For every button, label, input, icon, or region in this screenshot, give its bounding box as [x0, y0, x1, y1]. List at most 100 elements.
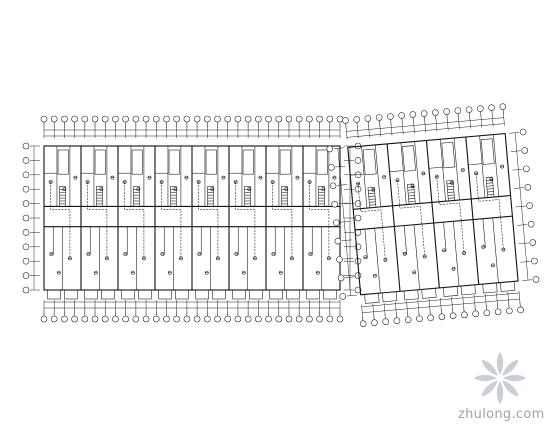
watermark-text: zhulong.com [458, 407, 545, 422]
axis-leader [362, 314, 364, 321]
axis-bubble [152, 115, 160, 123]
bathroom [205, 149, 217, 175]
unit-partition-wall [425, 140, 440, 288]
stair-tread [369, 204, 376, 206]
axis-bubble [285, 315, 293, 323]
axis-bubble [122, 115, 129, 123]
axis-bubble [329, 182, 337, 190]
stair-tread [408, 195, 415, 197]
axis-bubble [22, 286, 30, 294]
stairwell [59, 186, 66, 207]
axis-leader [401, 118, 403, 125]
wiring-run [235, 182, 256, 259]
stair-tread [368, 192, 375, 194]
axis-bubble [183, 315, 191, 323]
axis-bubble [334, 237, 342, 245]
axis-leader [356, 122, 358, 129]
bathroom [316, 149, 328, 175]
balcony [212, 289, 226, 300]
balcony [306, 289, 320, 300]
dimension-tick [346, 294, 357, 297]
dimension-tick [512, 168, 523, 171]
axis-bubble [499, 103, 507, 110]
axis-bubble [494, 308, 502, 316]
dimension-tick [372, 303, 374, 314]
axis-bubble [306, 315, 313, 323]
balcony [84, 289, 98, 300]
balcony [323, 289, 337, 300]
axis-bubble [163, 315, 170, 323]
stairwell [446, 180, 456, 202]
axis-bubble [81, 115, 89, 123]
stairwell [367, 187, 377, 209]
dimension-tick [402, 124, 404, 135]
dimension-tick [507, 291, 509, 302]
axis-bubble [234, 315, 242, 323]
balcony [269, 289, 283, 300]
dimension-tick [337, 184, 348, 186]
stair-tread [486, 185, 494, 187]
axis-bubble [420, 110, 428, 117]
dimension-tick [480, 117, 483, 128]
dimension-tick [458, 119, 460, 130]
axis-bubble [416, 315, 423, 323]
axis-leader [424, 116, 426, 123]
stair-tread [487, 194, 494, 196]
stair-tread [487, 191, 494, 193]
axis-bubble [193, 115, 201, 123]
dimension-tick [335, 165, 346, 168]
balcony [381, 291, 398, 303]
axis-leader [502, 109, 504, 116]
axis-leader [480, 111, 482, 118]
stairwell [406, 183, 416, 205]
wiring-run [161, 182, 182, 259]
dimension-tick [496, 292, 498, 303]
axis-bubble [265, 315, 272, 323]
axis-leader [407, 310, 409, 317]
wiring-run [87, 182, 108, 259]
axis-leader [446, 114, 448, 121]
axis-bubble [101, 315, 109, 323]
axis-bubble [22, 200, 30, 207]
balcony [403, 289, 419, 301]
axis-bubble [337, 274, 345, 282]
axis-bubble [316, 115, 323, 123]
axis-bubble [22, 272, 30, 279]
room-wall [364, 229, 368, 259]
axis-bubble [234, 115, 242, 123]
axis-bubble [224, 315, 232, 323]
dimension-tick [509, 132, 520, 134]
axis-bubble [244, 115, 252, 123]
room-wall [468, 163, 483, 166]
dimension-tick [447, 120, 449, 131]
axis-bubble [22, 214, 30, 222]
axis-leader [457, 113, 459, 120]
zhulong-logo-icon [474, 352, 526, 404]
dimension-tick [473, 294, 476, 305]
stair-tread [486, 179, 493, 181]
axis-leader [491, 110, 493, 117]
axis-bubble [285, 115, 293, 123]
axis-bubble [529, 239, 537, 246]
axis-leader [497, 302, 499, 309]
axis-bubble [328, 164, 335, 171]
balcony [249, 289, 263, 300]
axis-bubble [531, 257, 538, 265]
axis-bubble [295, 115, 303, 123]
axis-leader [390, 119, 392, 126]
stair-tread [446, 183, 454, 185]
dimension-tick [510, 150, 521, 152]
dimension-tick [518, 242, 529, 245]
dimension-tick [333, 147, 344, 149]
wiring-run [357, 183, 386, 260]
stairwell [318, 186, 325, 207]
balcony [121, 289, 135, 300]
axis-bubble [375, 114, 383, 121]
balcony [286, 289, 300, 300]
axis-bubble [432, 109, 439, 116]
dimension-tick [406, 300, 408, 311]
axis-leader [519, 300, 521, 307]
axis-bubble [112, 115, 119, 123]
axis-bubble [61, 115, 68, 123]
